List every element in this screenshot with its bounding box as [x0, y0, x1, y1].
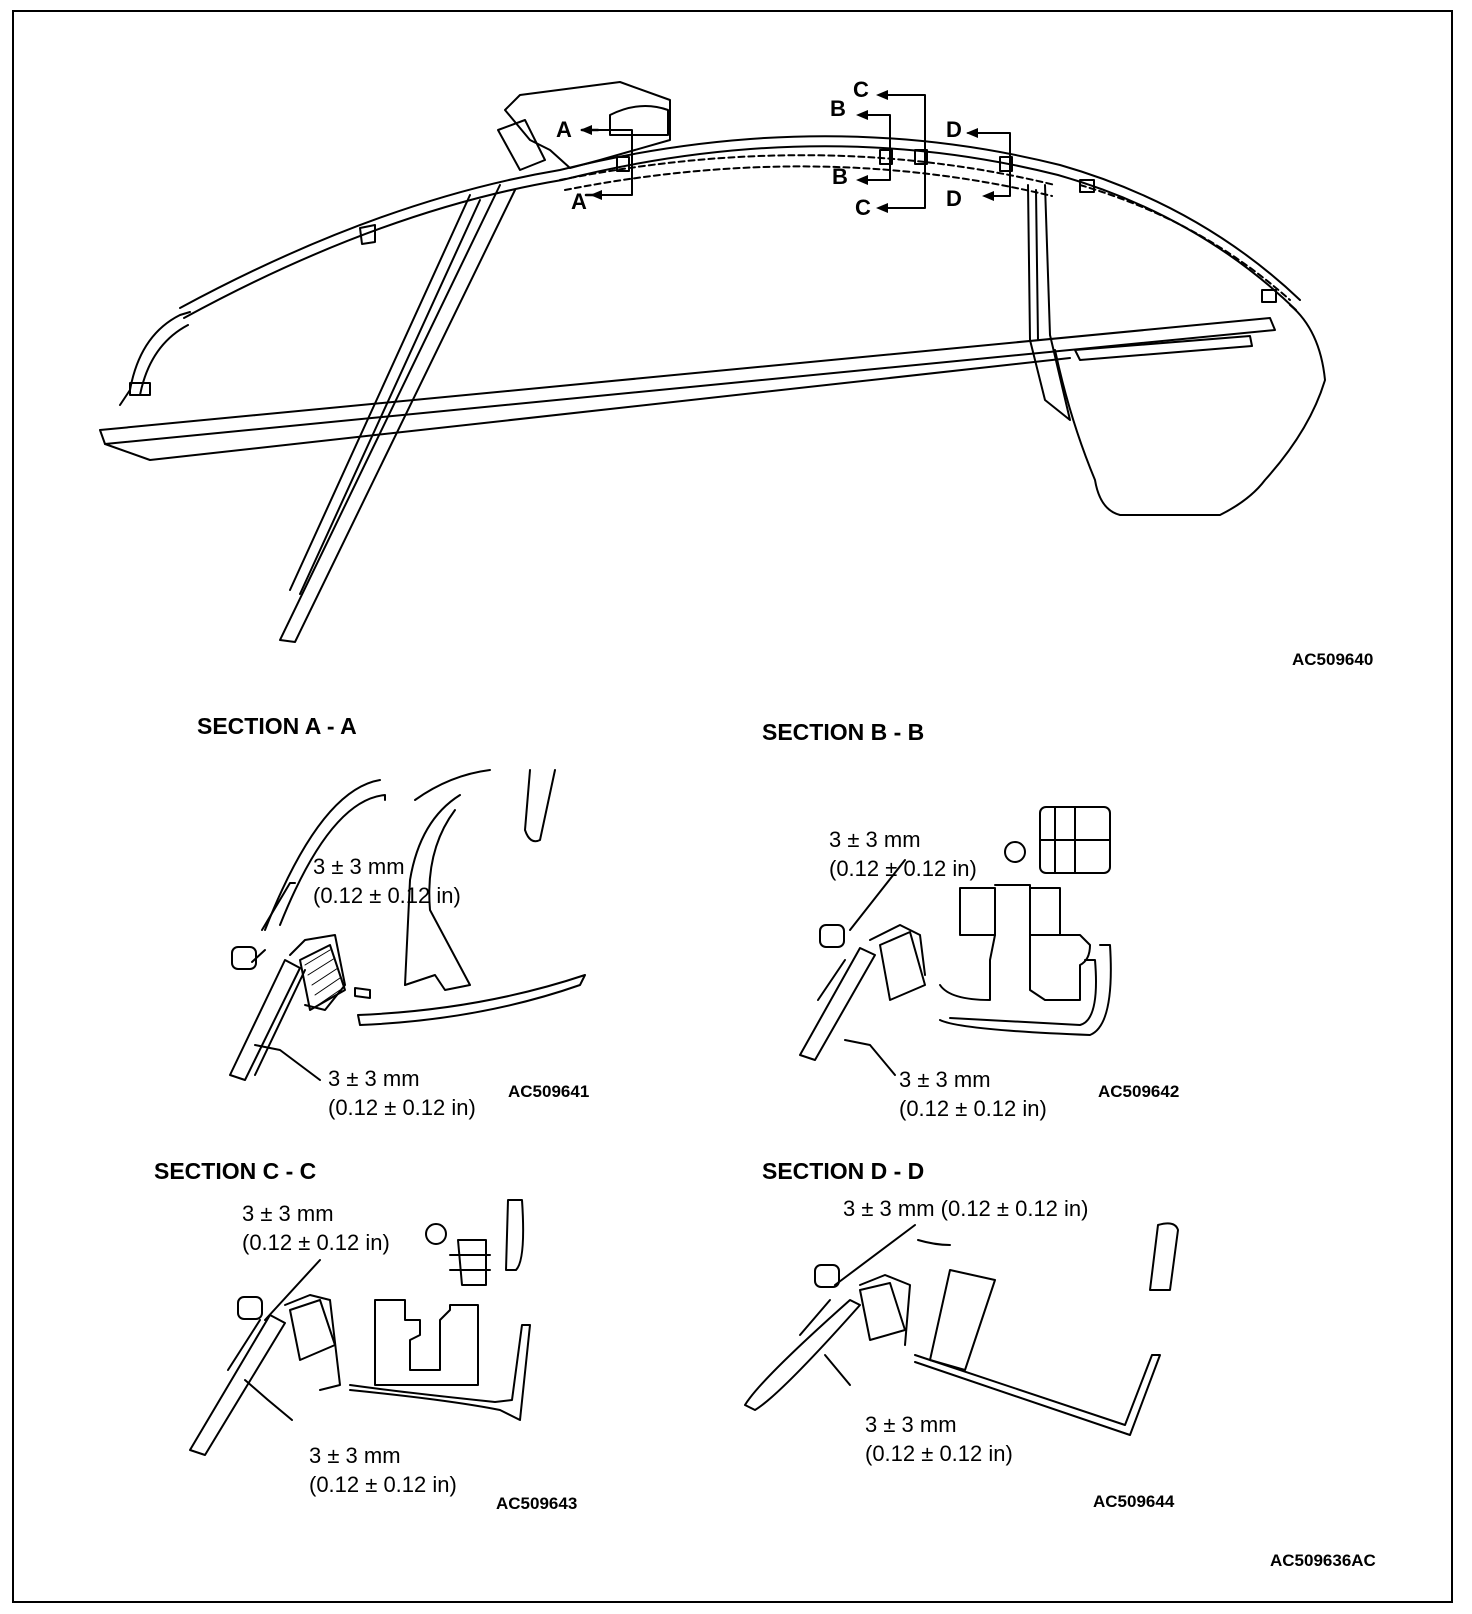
section-d-drawing	[744, 1222, 1179, 1436]
section-b-dim-top-mm: 3 ± 3 mm	[829, 827, 921, 852]
section-c-dim-bottom: 3 ± 3 mm (0.12 ± 0.12 in)	[309, 1441, 457, 1499]
section-b-dim-bottom-in: (0.12 ± 0.12 in)	[899, 1096, 1047, 1121]
belt-molding	[99, 317, 1276, 445]
roof-molding	[179, 135, 1301, 309]
section-d-dim-bottom-in: (0.12 ± 0.12 in)	[865, 1441, 1013, 1466]
marker-d-bottom: D	[946, 186, 962, 211]
section-b-dim-bottom: 3 ± 3 mm (0.12 ± 0.12 in)	[899, 1065, 1047, 1123]
rear-door	[1054, 304, 1326, 516]
section-b-dim-top: 3 ± 3 mm (0.12 ± 0.12 in)	[829, 825, 977, 883]
section-c-dim-top: 3 ± 3 mm (0.12 ± 0.12 in)	[242, 1199, 390, 1257]
marker-b-top: B	[830, 96, 846, 121]
section-a-dim-bottom: 3 ± 3 mm (0.12 ± 0.12 in)	[328, 1064, 476, 1122]
cut-lines	[580, 94, 1277, 303]
marker-a-top: A	[556, 117, 572, 142]
section-a-drawing	[229, 769, 586, 1081]
marker-c-bottom: C	[855, 195, 871, 220]
marker-c-top: C	[853, 77, 869, 102]
section-b-dim-bottom-mm: 3 ± 3 mm	[899, 1067, 991, 1092]
section-d-dim-bottom-mm: 3 ± 3 mm	[865, 1412, 957, 1437]
door-mirror	[504, 81, 671, 169]
section-c-dim-bottom-in: (0.12 ± 0.12 in)	[309, 1472, 457, 1497]
figure-frame	[12, 10, 1453, 1603]
marker-d-top: D	[946, 117, 962, 142]
section-a-hatch	[304, 949, 341, 1006]
marker-b-bottom: B	[832, 164, 848, 189]
section-b-drawing	[799, 806, 1112, 1076]
section-c-dim-top-in: (0.12 ± 0.12 in)	[242, 1230, 390, 1255]
section-c-dim-bottom-mm: 3 ± 3 mm	[309, 1443, 401, 1468]
figure-code-a: AC509641	[508, 1082, 590, 1101]
b-pillar	[1027, 184, 1071, 421]
section-a-dim-top-mm: 3 ± 3 mm	[313, 854, 405, 879]
section-a-title: SECTION A - A	[197, 713, 357, 739]
section-a-dim-bottom-mm: 3 ± 3 mm	[328, 1066, 420, 1091]
figure-code-overall: AC509636AC	[1270, 1551, 1376, 1570]
figure-code-b: AC509642	[1098, 1082, 1180, 1101]
figure-code-c: AC509643	[496, 1494, 578, 1513]
marker-a-bottom: A	[571, 189, 587, 214]
section-c-dim-top-mm: 3 ± 3 mm	[242, 1201, 334, 1226]
section-d-title: SECTION D - D	[762, 1158, 925, 1184]
a-pillar	[279, 184, 516, 643]
cut-arrowheads	[580, 90, 994, 213]
main-body-view	[99, 81, 1326, 643]
figure-code-main: AC509640	[1292, 650, 1374, 669]
section-a-dim-top-in: (0.12 ± 0.12 in)	[313, 883, 461, 908]
front-window-frame	[129, 311, 191, 391]
section-d-dim-top: 3 ± 3 mm (0.12 ± 0.12 in)	[843, 1196, 1089, 1221]
section-a-dim-top: 3 ± 3 mm (0.12 ± 0.12 in)	[313, 852, 461, 910]
section-b-dim-top-in: (0.12 ± 0.12 in)	[829, 856, 977, 881]
section-b-title: SECTION B - B	[762, 719, 925, 745]
figure-code-d: AC509644	[1093, 1492, 1175, 1511]
section-d-dim-bottom: 3 ± 3 mm (0.12 ± 0.12 in)	[865, 1410, 1013, 1468]
section-c-title: SECTION C - C	[154, 1158, 317, 1184]
section-a-dim-bottom-in: (0.12 ± 0.12 in)	[328, 1095, 476, 1120]
section-c-drawing	[189, 1199, 531, 1456]
